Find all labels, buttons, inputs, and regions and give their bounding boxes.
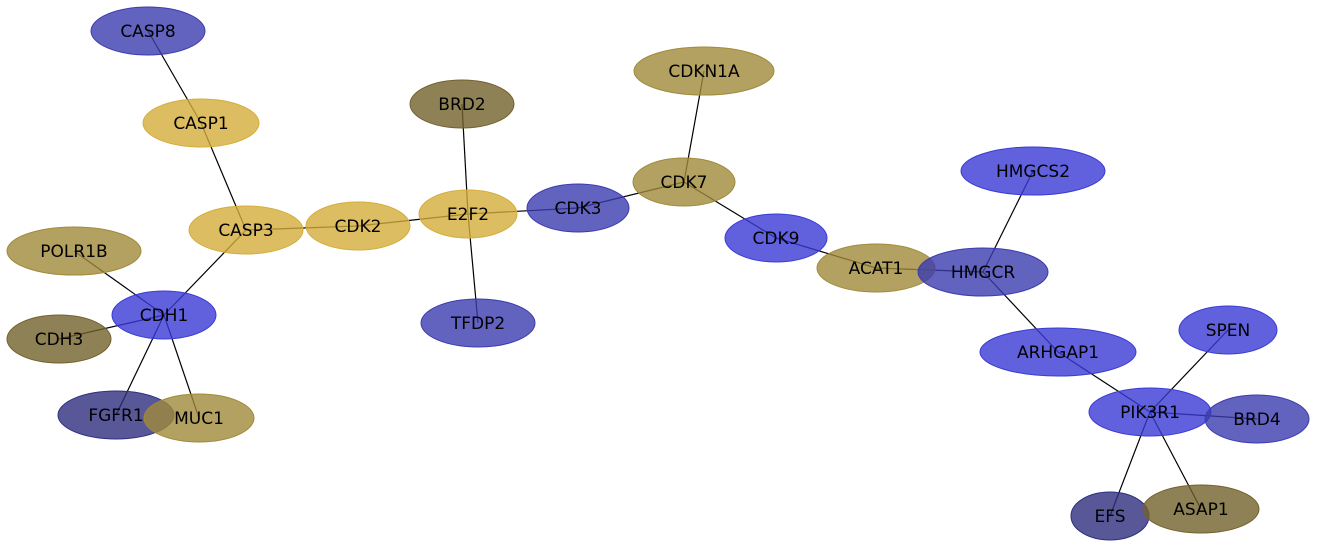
node-cdk3[interactable]: CDK3 — [526, 183, 630, 233]
node-shape — [142, 98, 260, 148]
node-spen[interactable]: SPEN — [1178, 305, 1278, 355]
node-label: MUC1 — [174, 409, 224, 429]
node-label: SPEN — [1206, 321, 1251, 341]
node-shape — [526, 183, 630, 233]
node-cdh1[interactable]: CDH1 — [111, 290, 217, 340]
node-shape — [6, 226, 142, 276]
node-label: CASP8 — [120, 22, 175, 42]
node-label: ACAT1 — [849, 259, 904, 279]
node-shape — [1204, 394, 1310, 444]
node-fgfr1[interactable]: FGFR1 — [57, 390, 175, 440]
node-shape — [1178, 305, 1278, 355]
node-cdkn1a[interactable]: CDKN1A — [633, 46, 775, 96]
node-brd2[interactable]: BRD2 — [409, 79, 515, 129]
node-cdk2[interactable]: CDK2 — [305, 201, 411, 251]
node-shape — [111, 290, 217, 340]
node-shape — [917, 247, 1049, 297]
node-label: PIK3R1 — [1120, 403, 1180, 423]
node-shape — [6, 314, 112, 364]
node-casp8[interactable]: CASP8 — [90, 6, 206, 56]
node-label: TFDP2 — [450, 314, 505, 334]
node-shape — [409, 79, 515, 129]
edges-layer — [58, 30, 1258, 517]
node-label: CDK3 — [555, 199, 602, 219]
node-label: CDH1 — [140, 306, 189, 326]
node-shape — [633, 46, 775, 96]
node-tfdp2[interactable]: TFDP2 — [420, 298, 536, 348]
node-shape — [418, 189, 518, 239]
node-brd4[interactable]: BRD4 — [1204, 394, 1310, 444]
node-hmgcr[interactable]: HMGCR — [917, 247, 1049, 297]
node-label: EFS — [1094, 507, 1125, 527]
node-e2f2[interactable]: E2F2 — [418, 189, 518, 239]
node-casp3[interactable]: CASP3 — [188, 205, 304, 255]
node-casp1[interactable]: CASP1 — [142, 98, 260, 148]
node-label: BRD4 — [1233, 410, 1280, 430]
node-shape — [420, 298, 536, 348]
node-shape — [1142, 484, 1260, 534]
node-asap1[interactable]: ASAP1 — [1142, 484, 1260, 534]
node-shape — [90, 6, 206, 56]
node-label: HMGCS2 — [996, 162, 1070, 182]
node-acat1[interactable]: ACAT1 — [816, 243, 936, 293]
node-cdh3[interactable]: CDH3 — [6, 314, 112, 364]
node-label: CDK9 — [753, 229, 800, 249]
node-shape — [632, 157, 736, 207]
node-label: CASP3 — [218, 221, 273, 241]
node-label: BRD2 — [438, 95, 485, 115]
node-label: POLR1B — [40, 242, 107, 262]
node-shape — [305, 201, 411, 251]
node-cdk9[interactable]: CDK9 — [724, 213, 828, 263]
node-label: ASAP1 — [1173, 500, 1228, 520]
node-hmgcs2[interactable]: HMGCS2 — [960, 146, 1106, 196]
node-polr1b[interactable]: POLR1B — [6, 226, 142, 276]
node-shape — [979, 327, 1137, 377]
node-efs[interactable]: EFS — [1070, 491, 1150, 541]
node-label: E2F2 — [447, 205, 489, 225]
node-label: CASP1 — [173, 114, 228, 134]
node-label: CDKN1A — [668, 62, 740, 82]
node-cdk7[interactable]: CDK7 — [632, 157, 736, 207]
node-shape — [724, 213, 828, 263]
node-muc1[interactable]: MUC1 — [143, 393, 255, 443]
node-label: CDK7 — [661, 173, 708, 193]
node-label: CDK2 — [335, 217, 382, 237]
node-label: ARHGAP1 — [1017, 343, 1099, 363]
node-shape — [143, 393, 255, 443]
node-label: FGFR1 — [88, 406, 143, 426]
node-shape — [960, 146, 1106, 196]
node-label: HMGCR — [951, 263, 1015, 283]
node-shape — [188, 205, 304, 255]
node-label: CDH3 — [35, 330, 84, 350]
node-pik3r1[interactable]: PIK3R1 — [1088, 387, 1212, 437]
node-arhgap1[interactable]: ARHGAP1 — [979, 327, 1137, 377]
